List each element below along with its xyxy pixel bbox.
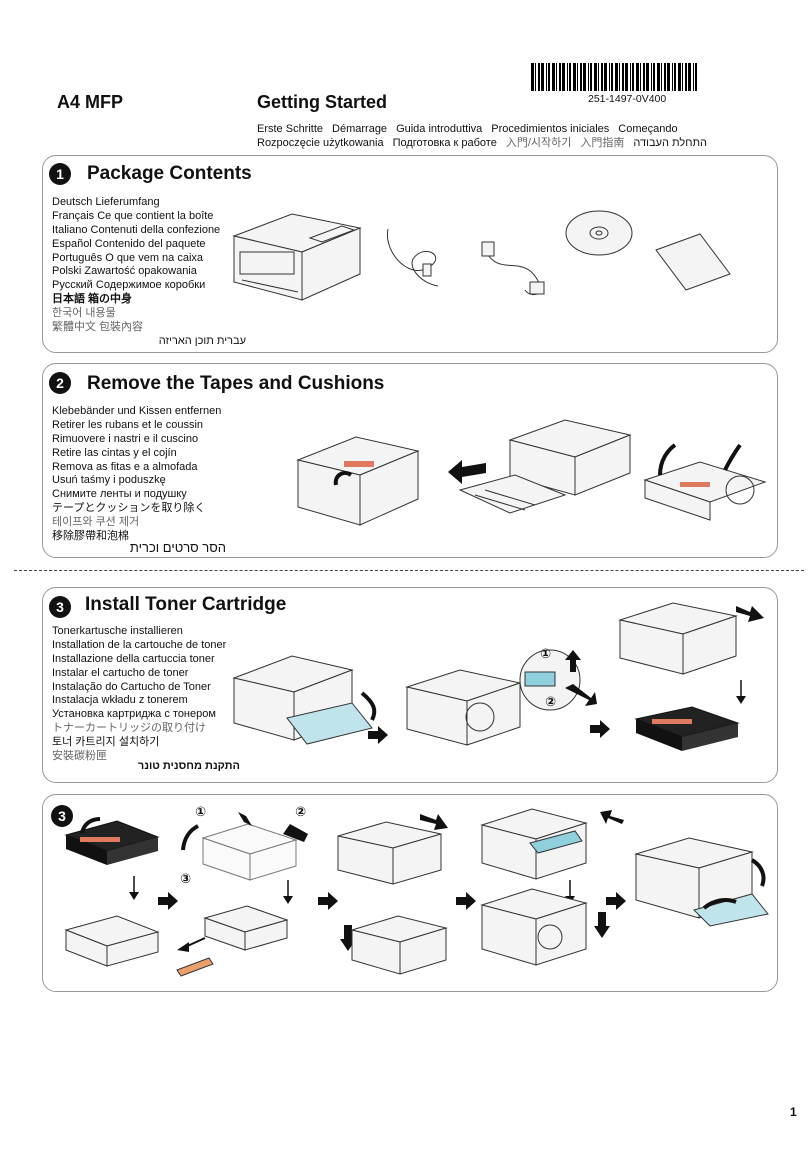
callout-2: ② — [545, 694, 557, 709]
section-package-contents — [42, 155, 778, 353]
printer-with-tapes-illustration — [296, 436, 420, 526]
printer-toner-inserted-illustration — [350, 915, 448, 975]
toner-ready-illustration — [64, 915, 160, 967]
printer-toner-slot-illustration — [618, 602, 764, 675]
arrow-right-icon — [318, 892, 338, 910]
arrow-right-icon — [456, 892, 476, 910]
printer-open-illustration — [405, 669, 522, 746]
arrow-left-icon — [448, 460, 486, 484]
arrow-down-icon — [283, 880, 293, 904]
power-cord-illustration — [481, 241, 545, 296]
toner-unpack-illustration — [64, 817, 160, 865]
cd-rom-illustration — [565, 210, 633, 256]
printer-illustration — [232, 213, 362, 301]
language-list: Tonerkartusche installieren Installation… — [52, 625, 227, 763]
arrow-down-icon — [594, 912, 610, 938]
arrow-right-icon — [368, 726, 388, 744]
divider-dashed — [14, 570, 804, 571]
callout-1: ① — [195, 804, 207, 819]
language-list: Klebebänder und Kissen entfernen Retirer… — [52, 405, 222, 543]
section-title: Install Toner Cartridge — [85, 594, 287, 615]
printer-lever-illustration — [480, 888, 588, 966]
section-install-toner — [42, 587, 778, 783]
language-hebrew: התקנת מחסנית טונר — [137, 760, 240, 772]
arrow-right-icon — [158, 892, 178, 910]
document-sheet-illustration — [655, 233, 731, 291]
language-hebrew: הסר סרטים וכרית — [129, 540, 226, 555]
callout-1: ① — [540, 646, 552, 661]
printer-cover-open-illustration — [232, 655, 377, 745]
product-model: A4 MFP — [57, 92, 124, 112]
callout-2: ② — [295, 804, 307, 819]
arrow-right-icon — [606, 892, 626, 910]
step-number-badge: 3 — [49, 596, 71, 618]
step-number-badge: 1 — [49, 163, 71, 185]
callout-3: ③ — [180, 871, 192, 886]
language-hebrew: עברית תוכן האריזה — [158, 335, 246, 347]
arrow-down-icon — [736, 680, 746, 704]
section-title: Package Contents — [87, 163, 252, 184]
step-number-badge: 3 — [51, 805, 73, 827]
section-title: Remove the Tapes and Cushions — [87, 373, 385, 394]
printer-cover-illustration — [337, 821, 442, 885]
step-number-badge: 2 — [49, 372, 71, 394]
barcode-number: 251-1497-0V400 — [588, 93, 667, 105]
page-number: 1 — [790, 1105, 797, 1119]
toner-cartridge-illustration — [634, 706, 740, 751]
printer-toner-cyan-illustration — [480, 808, 588, 880]
toner-seal-pull-illustration — [176, 905, 289, 977]
usb-cable-illustration — [387, 228, 439, 287]
toner-tab-removal-illustration — [181, 812, 308, 881]
printer-close-cover-illustration — [634, 837, 769, 927]
arrow-right-down-icon — [420, 814, 448, 830]
lever-zoom-illustration — [519, 649, 597, 711]
printer-tray-open-illustration — [458, 419, 632, 514]
arrow-left-down-icon — [600, 810, 624, 824]
language-list: Deutsch Lieferumfang Français Ce que con… — [52, 196, 221, 334]
arrow-right-icon — [590, 720, 610, 738]
arrow-down-icon — [129, 876, 139, 900]
page-title: Getting Started — [257, 92, 388, 112]
barcode-image — [531, 63, 697, 91]
paper-tray-illustration — [643, 443, 767, 521]
